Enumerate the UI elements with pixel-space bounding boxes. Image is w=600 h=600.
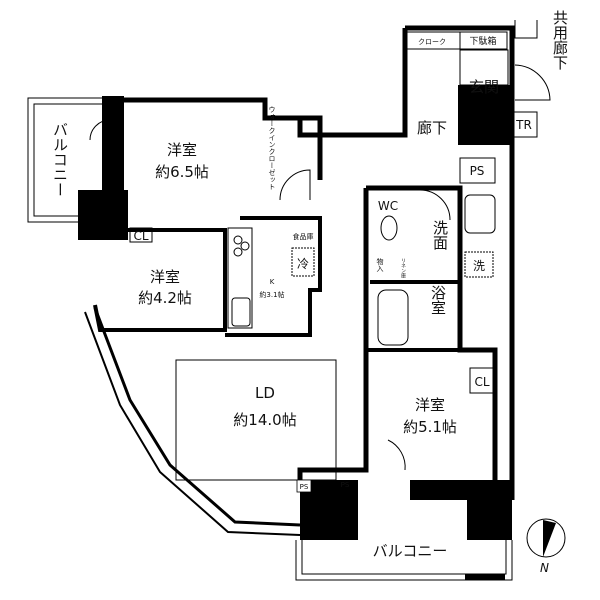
fridge-label: 冷 <box>297 257 309 271</box>
walk-in-closet-label: ウォークインクローゼット <box>268 106 276 190</box>
closet-1-label: CL <box>133 229 148 243</box>
room-ld-size: 約14.0帖 <box>233 411 296 429</box>
wc-label: WC <box>378 199 398 213</box>
entrance-label: 玄関 <box>469 78 499 96</box>
room-western-2-name: 洋室 <box>150 268 180 286</box>
tr-label: TR <box>515 118 532 132</box>
bath-label: 浴室 <box>429 285 447 315</box>
shoebox-label: 下駄箱 <box>469 35 496 47</box>
common-corridor-label: 共用廊下 <box>551 10 569 70</box>
hall-label: 廊下 <box>417 119 447 137</box>
balcony-left-label: バルコニー <box>51 122 69 197</box>
cloak-label: クローク <box>418 38 446 46</box>
room-western-2-size: 約4.2帖 <box>138 289 192 307</box>
compass-label: N <box>540 561 549 575</box>
ps-label: PS <box>470 164 485 178</box>
washroom-label: 洗面 <box>431 220 449 250</box>
compass-north-icon: N <box>526 518 566 575</box>
walls <box>27 20 551 581</box>
room-ld-name: LD <box>255 384 275 402</box>
room-western-1-size: 約6.5帖 <box>155 163 209 181</box>
storage-label: 物入 <box>376 257 384 272</box>
pantry-label: 食品庫 <box>293 232 314 241</box>
room-western-3-size: 約5.1帖 <box>403 418 457 436</box>
closet-2-label: CL <box>474 375 489 389</box>
ps-bottom-2-label: PS <box>341 481 350 489</box>
ps-bottom-1-label: PS <box>300 483 309 491</box>
linen-label: リネン庫 <box>400 258 406 279</box>
room-western-3-name: 洋室 <box>415 396 445 414</box>
balcony-bottom-label: バルコニー <box>373 542 448 560</box>
room-kitchen-size: 約3.1帖 <box>259 290 284 299</box>
room-kitchen-name: K <box>270 278 275 286</box>
washer-label: 洗 <box>473 259 485 273</box>
room-western-1-name: 洋室 <box>167 141 197 159</box>
